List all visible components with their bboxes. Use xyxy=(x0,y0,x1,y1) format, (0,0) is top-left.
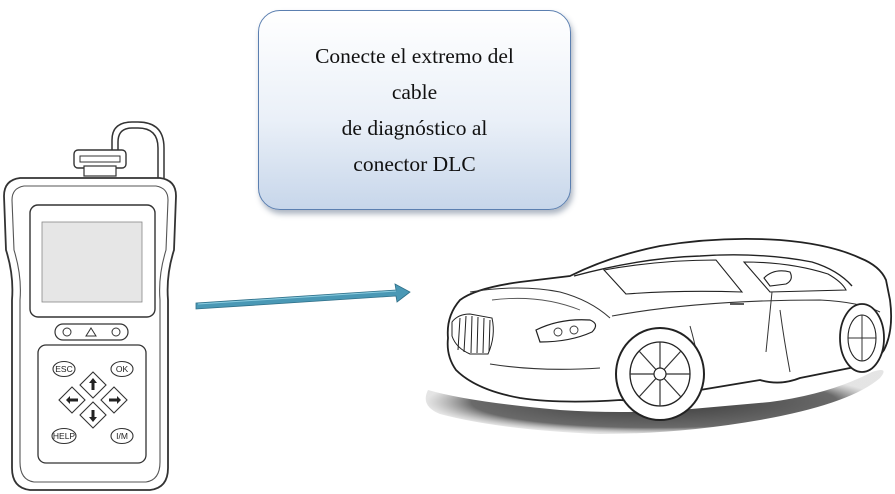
car-front-wheel xyxy=(615,327,705,421)
arrow-left-icon xyxy=(66,396,78,404)
help-button-label: HELP xyxy=(53,431,76,441)
esc-button-label: ESC xyxy=(55,364,72,374)
instruction-callout: Conecte el extremo del cable de diagnóst… xyxy=(258,10,571,210)
car-headlight xyxy=(535,319,597,343)
car-rear-wheel xyxy=(839,303,885,373)
im-button-label: I/M xyxy=(116,431,128,441)
callout-line-3: de diagnóstico al xyxy=(341,116,488,140)
ok-button[interactable]: OK xyxy=(110,360,134,378)
arrow-right-icon xyxy=(109,396,121,404)
car-illustration xyxy=(425,237,893,434)
im-button[interactable]: I/M xyxy=(110,427,134,445)
car-mirror xyxy=(763,270,792,287)
down-arrow-button[interactable] xyxy=(79,401,107,429)
obd-scanner-device: ESC OK HELP I xyxy=(3,149,177,491)
connection-arrow xyxy=(195,283,411,310)
ok-button-label: OK xyxy=(116,364,129,374)
indicator-led-right xyxy=(111,327,121,337)
up-arrow-button[interactable] xyxy=(79,371,107,399)
car-roof xyxy=(573,254,853,287)
cable-connector xyxy=(73,149,127,177)
callout-line-1: Conecte el extremo del xyxy=(315,44,514,68)
indicator-led-left xyxy=(62,327,72,337)
callout-line-2: cable xyxy=(391,80,438,104)
device-screen xyxy=(41,221,143,303)
arrow-down-icon xyxy=(89,410,97,422)
diagnostic-cable xyxy=(111,121,165,178)
callout-line-4: conector DLC xyxy=(353,152,476,176)
car-shadow xyxy=(425,370,884,434)
car-windshield xyxy=(602,259,744,295)
esc-button[interactable]: ESC xyxy=(52,360,76,378)
right-arrow-button[interactable] xyxy=(100,386,128,414)
left-arrow-button[interactable] xyxy=(58,386,86,414)
warning-icon xyxy=(85,327,97,337)
car-grille xyxy=(451,313,494,355)
help-button[interactable]: HELP xyxy=(51,427,77,445)
arrow-up-icon xyxy=(89,378,97,390)
